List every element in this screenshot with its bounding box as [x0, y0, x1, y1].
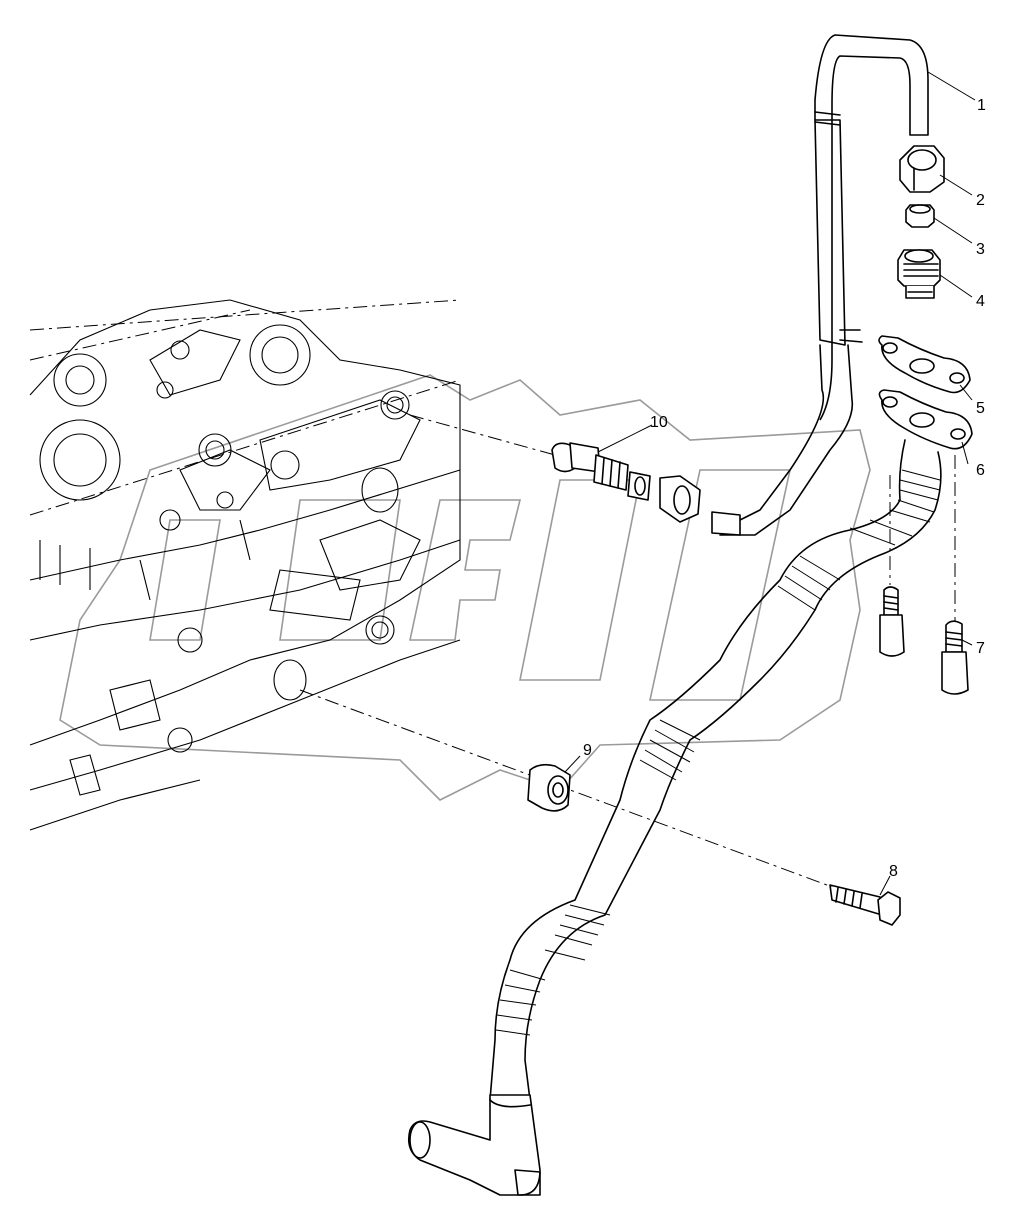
- leader-lines: [564, 71, 976, 896]
- callout-9: 9: [583, 742, 592, 759]
- callout-3: 3: [976, 241, 985, 258]
- callout-2: 2: [976, 192, 985, 209]
- part-3-sleeve: [905, 204, 935, 228]
- assembly-lines: [299, 414, 956, 889]
- part-1-pipe: [711, 34, 929, 536]
- part-6-flange-hose: [407, 389, 973, 1196]
- callout-1: 1: [977, 97, 986, 114]
- part-5-gasket: [878, 335, 971, 394]
- callout-10: 10: [650, 414, 668, 431]
- part-2-union-nut: [899, 145, 945, 193]
- callout-8: 8: [889, 863, 898, 880]
- watermark-logo: [59, 374, 871, 801]
- callout-7: 7: [976, 640, 985, 657]
- part-9-spacer: [527, 763, 571, 812]
- callout-4: 4: [976, 293, 985, 310]
- callout-labels: 1 2 3 4 5 6 7 8 9 10: [583, 97, 986, 880]
- part-10-fitting-set: [551, 442, 701, 523]
- part-8-bolt: [829, 884, 901, 926]
- engine-block: [29, 299, 461, 831]
- callout-5: 5: [976, 400, 985, 417]
- part-4-connector: [897, 249, 941, 299]
- part-7-studs: [879, 586, 969, 695]
- callout-6: 6: [976, 462, 985, 479]
